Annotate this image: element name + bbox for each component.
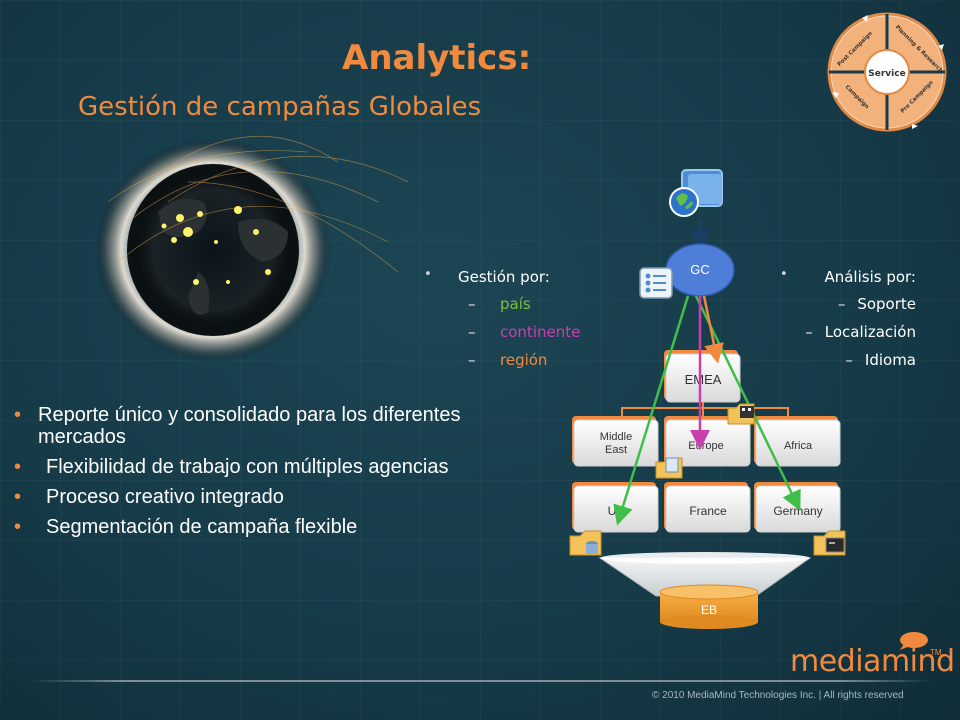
mediamind-logo: mediamind TM [790, 632, 955, 679]
globe-folder-icon [669, 169, 723, 217]
arrow-to-germany [694, 295, 801, 511]
analisis-item-idioma: –Idioma [845, 351, 916, 369]
folder-terminal-icon [813, 530, 846, 556]
folder-doc-icon [655, 457, 683, 479]
gestion-item-region: región [424, 346, 580, 374]
subregion-label-middle-east-line2: East [605, 444, 627, 456]
gestion-item-continente: continente [424, 318, 580, 346]
analisis-heading: Análisis por: [780, 267, 916, 290]
arrow-to-emea [702, 295, 724, 364]
bullet-item: Reporte único y consolidado para los dif… [14, 404, 494, 448]
subregion-label-middle-east-line1: Middle [600, 431, 632, 443]
feature-bullets: Reporte único y consolidado para los dif… [14, 404, 494, 546]
folder-database-icon [569, 530, 602, 556]
folder-movie-icon [727, 403, 755, 425]
gestion-heading: Gestión por: [424, 267, 580, 290]
cycle-center-label: Service [868, 69, 905, 79]
country-label-germany: Germany [773, 504, 822, 518]
copyright-text: © 2010 MediaMind Technologies Inc. | All… [652, 690, 904, 701]
slide-title: Analytics: [342, 38, 532, 78]
gc-label: GC [690, 262, 710, 277]
globe-graphic [95, 136, 409, 362]
hierarchy-diagram: GC EMEA Middle East Europe Africa UK Fra… [569, 169, 846, 629]
region-label: EMEA [685, 372, 722, 387]
arrow-to-uk [613, 295, 690, 526]
campaign-cycle-graphic: Service Post Campaign Planning & Researc… [827, 12, 947, 132]
brand-trademark: TM [930, 648, 942, 657]
subregion-label-europe: Europe [688, 440, 723, 452]
speech-bubble-icon [900, 632, 928, 650]
document-list-icon [639, 267, 673, 299]
bullet-item: Proceso creativo integrado [14, 486, 494, 508]
analisis-item-localizacion: –Localización [805, 323, 916, 341]
country-box-france [665, 485, 751, 533]
country-label-france: France [689, 504, 727, 518]
subregion-box-africa [755, 419, 841, 467]
eb-label: EB [701, 603, 717, 617]
bullet-item: Segmentación de campaña flexible [14, 516, 494, 538]
subregion-box-middle-east [573, 419, 659, 467]
analisis-item-soporte: –Soporte [837, 295, 916, 313]
bullet-item: Flexibilidad de trabajo con múltiples ag… [14, 456, 494, 478]
brand-name: mediamind [790, 644, 955, 679]
subregion-label-africa: Africa [784, 440, 813, 452]
gestion-item-pais: país [424, 290, 580, 318]
analisis-list: Análisis por: –Soporte –Localización –Id… [780, 267, 916, 374]
footer-divider [32, 680, 932, 682]
gestion-list: Gestión por: país continente región [424, 267, 580, 374]
slide-subtitle: Gestión de campañas Globales [78, 92, 482, 122]
